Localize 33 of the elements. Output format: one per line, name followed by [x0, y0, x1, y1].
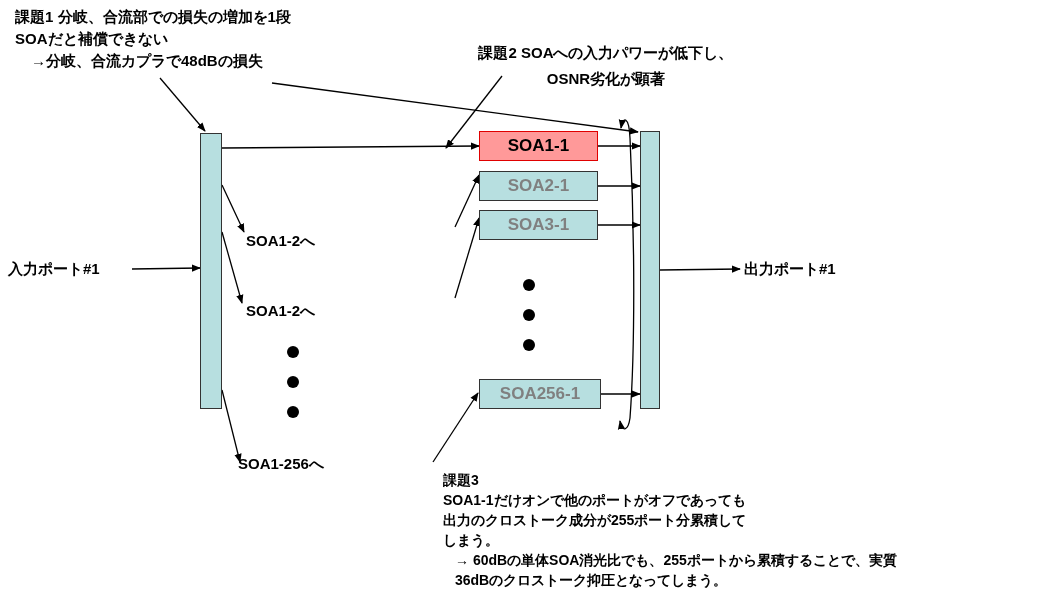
arrow — [445, 75, 503, 149]
issue-text: →分岐、合流カプラで48dBの損失 — [30, 51, 264, 71]
soa-box: SOA1-1 — [479, 131, 598, 161]
arrow — [221, 142, 480, 150]
arrow — [597, 142, 641, 150]
combiner-bar — [640, 131, 660, 409]
arrow — [597, 182, 641, 190]
port-label: 入力ポート#1 — [8, 258, 132, 280]
arrow — [659, 265, 741, 273]
arrow — [600, 390, 641, 398]
issue-text: → 60dBの単体SOA消光比でも、255ポートから累積することで、実質36dBのクロストーク抑圧となってしまう。 — [454, 551, 898, 590]
soa-box: SOA3-1 — [479, 210, 598, 240]
arrow — [432, 392, 479, 463]
soa-box: SOA256-1 — [479, 379, 601, 409]
issue-text: 課題2 SOAへの入力パワーが低下し、OSNR劣化が顕著 — [477, 43, 735, 89]
destination-label: SOA1-2へ — [246, 230, 346, 252]
arrow — [454, 174, 480, 228]
arrow — [131, 264, 201, 272]
arrow — [271, 82, 639, 135]
destination-label: SOA1-2へ — [246, 300, 346, 322]
arrow — [454, 217, 481, 299]
port-label: 出力ポート#1 — [744, 258, 868, 280]
arrow — [159, 77, 206, 132]
soa-box: SOA2-1 — [479, 171, 598, 201]
arrow — [221, 231, 244, 304]
issue-text: 課題1 分岐、合流部での損失の増加を1段SOAだと補償できない — [15, 7, 292, 49]
arrow — [221, 184, 245, 233]
arrow — [597, 221, 641, 229]
splitter-bar — [200, 133, 222, 409]
issue-text: SOA1-1だけオンで他のポートがオフであっても出力のクロストーク成分が255ポート分累積してしまう。 — [443, 491, 748, 550]
issue-text: 課題3 — [443, 471, 480, 490]
destination-label: SOA1-256へ — [238, 453, 358, 475]
arrow — [221, 389, 242, 463]
